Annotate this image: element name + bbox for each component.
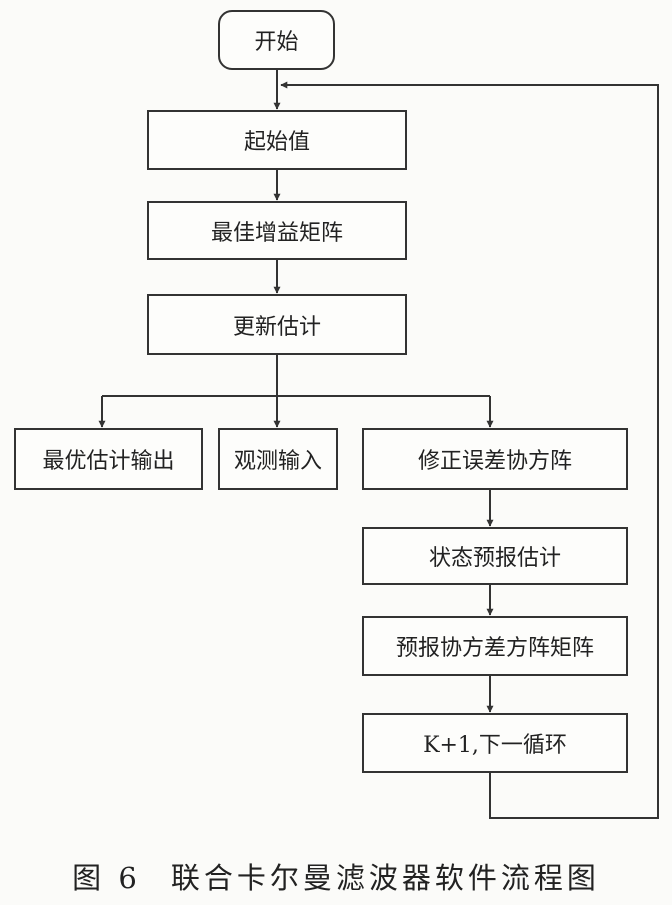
figure-caption: 图 6 联合卡尔曼滤波器软件流程图 [0,855,672,897]
optimal-gain-matrix-label: 最佳增益矩阵 [210,220,343,246]
initial-value-label: 起始值 [243,130,310,155]
update-estimate-node: 更新估计 [147,294,407,355]
state-prediction-estimate-node: 状态预报估计 [362,527,628,585]
start-label: 开始 [254,30,299,55]
update-estimate-label: 更新估计 [232,314,321,340]
prediction-covariance-matrix-label: 预报协方差方阵矩阵 [395,636,594,661]
prediction-covariance-matrix-node: 预报协方差方阵矩阵 [362,616,628,676]
start-node: 开始 [218,10,335,70]
state-prediction-estimate-label: 状态预报估计 [428,546,561,571]
figure-number: 图 6 [72,861,141,895]
next-loop-node: K+1,下一循环 [362,713,628,773]
figure-title: 联合卡尔曼滤波器软件流程图 [170,861,600,895]
optimal-estimate-output-node: 最优估计输出 [14,428,203,490]
correct-error-covariance-node: 修正误差协方阵 [362,428,628,490]
correct-error-covariance-label: 修正误差协方阵 [417,449,572,474]
optimal-estimate-output-label: 最优估计输出 [42,449,175,474]
next-loop-label: K+1,下一循环 [423,733,567,758]
initial-value-node: 起始值 [147,110,407,170]
observation-input-label: 观测输入 [233,449,322,474]
optimal-gain-matrix-node: 最佳增益矩阵 [147,201,407,260]
observation-input-node: 观测输入 [218,428,338,490]
